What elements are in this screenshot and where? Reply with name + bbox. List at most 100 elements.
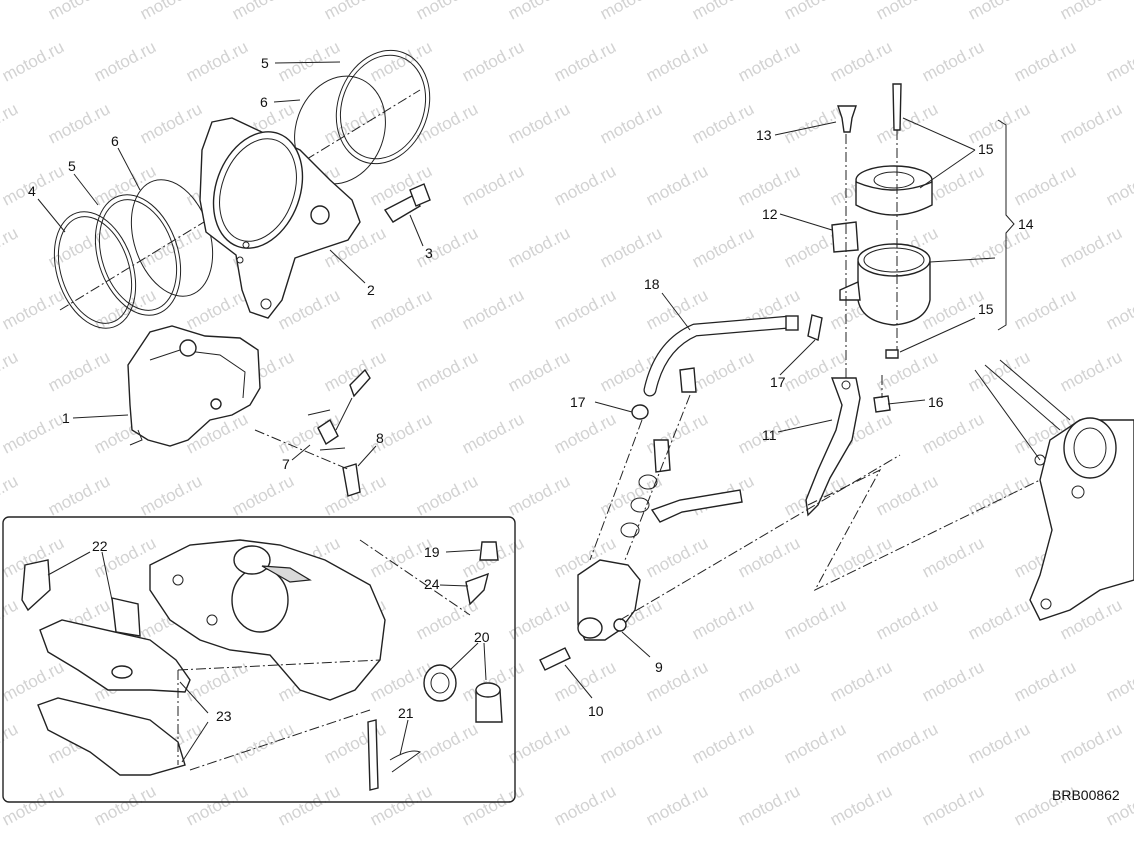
leader-lines (37, 61, 1015, 763)
watermark-text: motod.ru (781, 719, 849, 767)
callout-20: 20 (474, 629, 490, 645)
watermark-text: motod.ru (459, 37, 527, 85)
hose-clamp-17-left (631, 404, 649, 420)
watermark-text: motod.ru (1011, 285, 1079, 333)
banjo-bolt-8 (342, 463, 361, 497)
watermark-text: motod.ru (505, 471, 573, 519)
watermark-text: motod.ru (91, 285, 159, 333)
watermark-text: motod.ru (827, 781, 895, 829)
nut-16 (873, 395, 891, 413)
bolt-10 (539, 647, 571, 671)
callout-21: 21 (398, 705, 414, 721)
watermark-text: motod.ru (965, 99, 1033, 147)
callout-11: 11 (762, 427, 777, 443)
callout-6-left: 6 (111, 133, 119, 149)
watermark-text: motod.ru (1103, 161, 1134, 209)
watermark-text: motod.ru (1011, 657, 1079, 705)
reservoir-diaphragm-12 (831, 221, 859, 253)
watermark-text: motod.ru (965, 595, 1033, 643)
fluid-reservoir (857, 261, 931, 326)
watermark-text: motod.ru (183, 285, 251, 333)
watermark-text: motod.ru (643, 37, 711, 85)
watermark-text: motod.ru (413, 0, 481, 24)
watermark-text: motod.ru (229, 0, 297, 24)
callout-24: 24 (424, 576, 440, 592)
watermark-text: motod.ru (597, 99, 665, 147)
caliper-bracket-group (53, 49, 431, 329)
callout-4: 4 (28, 183, 36, 199)
pad-spring-22 (21, 559, 51, 612)
watermark-text: motod.ru (597, 0, 665, 24)
watermark-text: motod.ru (91, 37, 159, 85)
watermark-text: motod.ru (551, 37, 619, 85)
callout-13: 13 (756, 127, 772, 143)
watermark-text: motod.ru (1011, 37, 1079, 85)
watermark-text: motod.ru (689, 99, 757, 147)
watermark-text: motod.ru (873, 99, 941, 147)
callout-8: 8 (376, 430, 384, 446)
watermark-text: motod.ru (413, 347, 481, 395)
watermark-text: motod.ru (45, 471, 113, 519)
banjo-union-group (254, 368, 371, 497)
watermark-text: motod.ru (1103, 285, 1134, 333)
screw-13 (837, 105, 857, 133)
bolt-3 (383, 183, 431, 223)
callout-1: 1 (62, 410, 70, 426)
ring-5-left (94, 194, 182, 316)
watermark-text: motod.ru (919, 409, 987, 457)
callout-3: 3 (425, 245, 433, 261)
ring-5-top (335, 49, 431, 165)
watermark-text: motod.ru (0, 347, 21, 395)
master-cylinder-group (539, 83, 1041, 671)
watermark-text: motod.ru (413, 719, 481, 767)
watermark-text: motod.ru (229, 719, 297, 767)
watermark-text: motod.ru (459, 161, 527, 209)
watermark-text: motod.ru (367, 37, 435, 85)
watermark-text: motod.ru (735, 781, 803, 829)
watermark-text: motod.ru (1057, 347, 1125, 395)
seal-20-a (423, 664, 457, 702)
watermark-text: motod.ru (321, 719, 389, 767)
watermark-text: motod.ru (459, 781, 527, 829)
watermark-text: motod.ru (643, 533, 711, 581)
watermark-text: motod.ru (873, 719, 941, 767)
pin-clip-21 (389, 750, 422, 773)
watermark-text: motod.ru (689, 595, 757, 643)
watermark-text: motod.ru (137, 0, 205, 24)
watermark-text: motod.ru (321, 0, 389, 24)
watermark-text: motod.ru (965, 719, 1033, 767)
watermark-text: motod.ru (689, 347, 757, 395)
callout-17-left: 17 (570, 394, 586, 410)
callout-2: 2 (367, 282, 375, 298)
reservoir-bracket (805, 377, 861, 517)
watermark-text: motod.ru (735, 657, 803, 705)
watermark-text: motod.ru (275, 285, 343, 333)
watermark-text: motod.ru (919, 37, 987, 85)
watermark-text: motod.ru (459, 409, 527, 457)
watermark-text: motod.ru (413, 223, 481, 271)
watermark-text: motod.ru (735, 37, 803, 85)
watermark-text: motod.ru (873, 595, 941, 643)
watermark-text: motod.ru (597, 719, 665, 767)
watermark-text: motod.ru (919, 781, 987, 829)
watermark-text: motod.ru (597, 223, 665, 271)
watermark-text: motod.ru (689, 223, 757, 271)
watermark-text: motod.ru (0, 409, 67, 457)
diagram-code: BRB00862 (1052, 787, 1120, 803)
watermark-text: motod.ru (0, 223, 21, 271)
watermark-text: motod.ru (827, 533, 895, 581)
watermark-text: motod.ru (643, 161, 711, 209)
callout-10: 10 (588, 703, 604, 719)
watermark-text: motod.ru (919, 533, 987, 581)
brake-pad-lower (37, 697, 186, 776)
callout-labels: 5 6 6 5 4 3 2 1 7 8 13 12 18 17 17 11 9 … (28, 55, 1034, 724)
watermark-text: motod.ru (827, 657, 895, 705)
callout-6-top: 6 (260, 94, 268, 110)
watermark-text: motod.ru (413, 471, 481, 519)
watermark-text: motod.ru (873, 347, 941, 395)
brake-caliper (127, 325, 261, 447)
watermark-text: motod.ru (873, 471, 941, 519)
watermark-text: motod.ru (0, 781, 67, 829)
callout-5-top: 5 (261, 55, 269, 71)
